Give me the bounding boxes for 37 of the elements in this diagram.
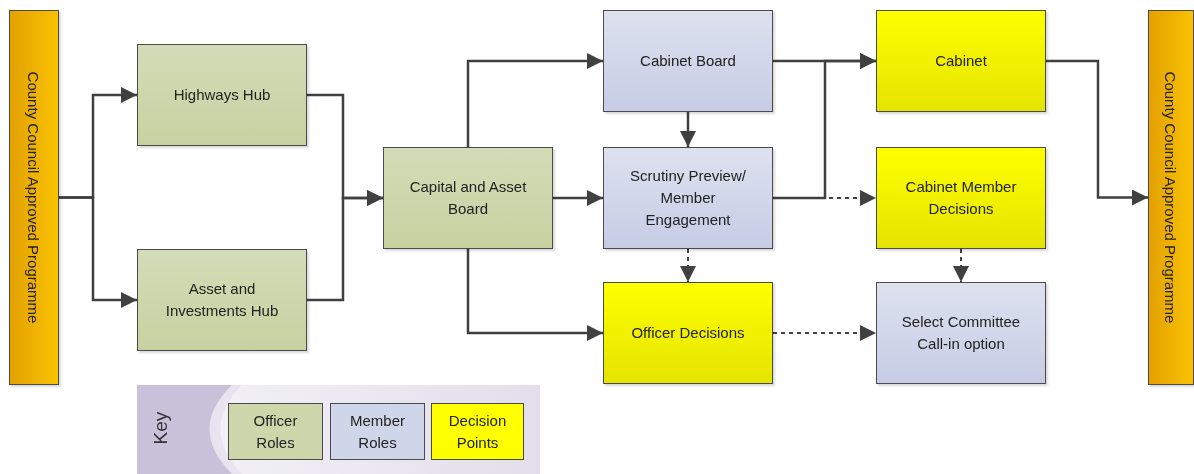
node-label: Select Committee Call-in option [900,312,1022,354]
node-label: County Council Approved Programme [1162,71,1180,324]
process-box [876,282,1046,384]
node-label: Highways Hub [173,85,271,106]
node-label: Cabinet Member Decisions [904,177,1018,219]
legend-label: Officer Roles [252,410,299,453]
process-box [876,10,1046,112]
node-label: Capital and Asset Board [408,177,528,219]
node-label: Scrutiny Preview/ Member Engagement [629,166,747,230]
arrow [59,196,137,308]
programme-bar [1148,10,1194,385]
dashed-arrow [680,248,696,283]
process-box [137,249,307,351]
arrow [307,190,383,302]
node-label: Cabinet Board [640,51,736,72]
dashed-arrow [772,325,877,341]
arrow [553,190,603,206]
process-box [603,147,773,249]
node-label: Asset and Investments Hub [164,279,280,321]
arrow [466,53,603,147]
node-label: County Council Approved Programme [25,71,43,324]
legend-label: Decision Points [447,410,508,453]
dashed-arrow [772,190,877,206]
programme-bar [9,10,59,385]
arrow [680,112,696,147]
process-box [876,147,1046,249]
process-box [603,10,773,112]
arrow [466,249,603,341]
node-label: Cabinet [935,51,987,72]
legend-label: Member Roles [349,410,406,453]
arrow [1046,59,1148,206]
node-label: Officer Decisions [631,323,745,344]
process-box [383,147,553,249]
key-title: Key [150,411,173,445]
process-box [603,282,773,384]
process-box [137,44,307,146]
dashed-arrow [953,248,969,283]
